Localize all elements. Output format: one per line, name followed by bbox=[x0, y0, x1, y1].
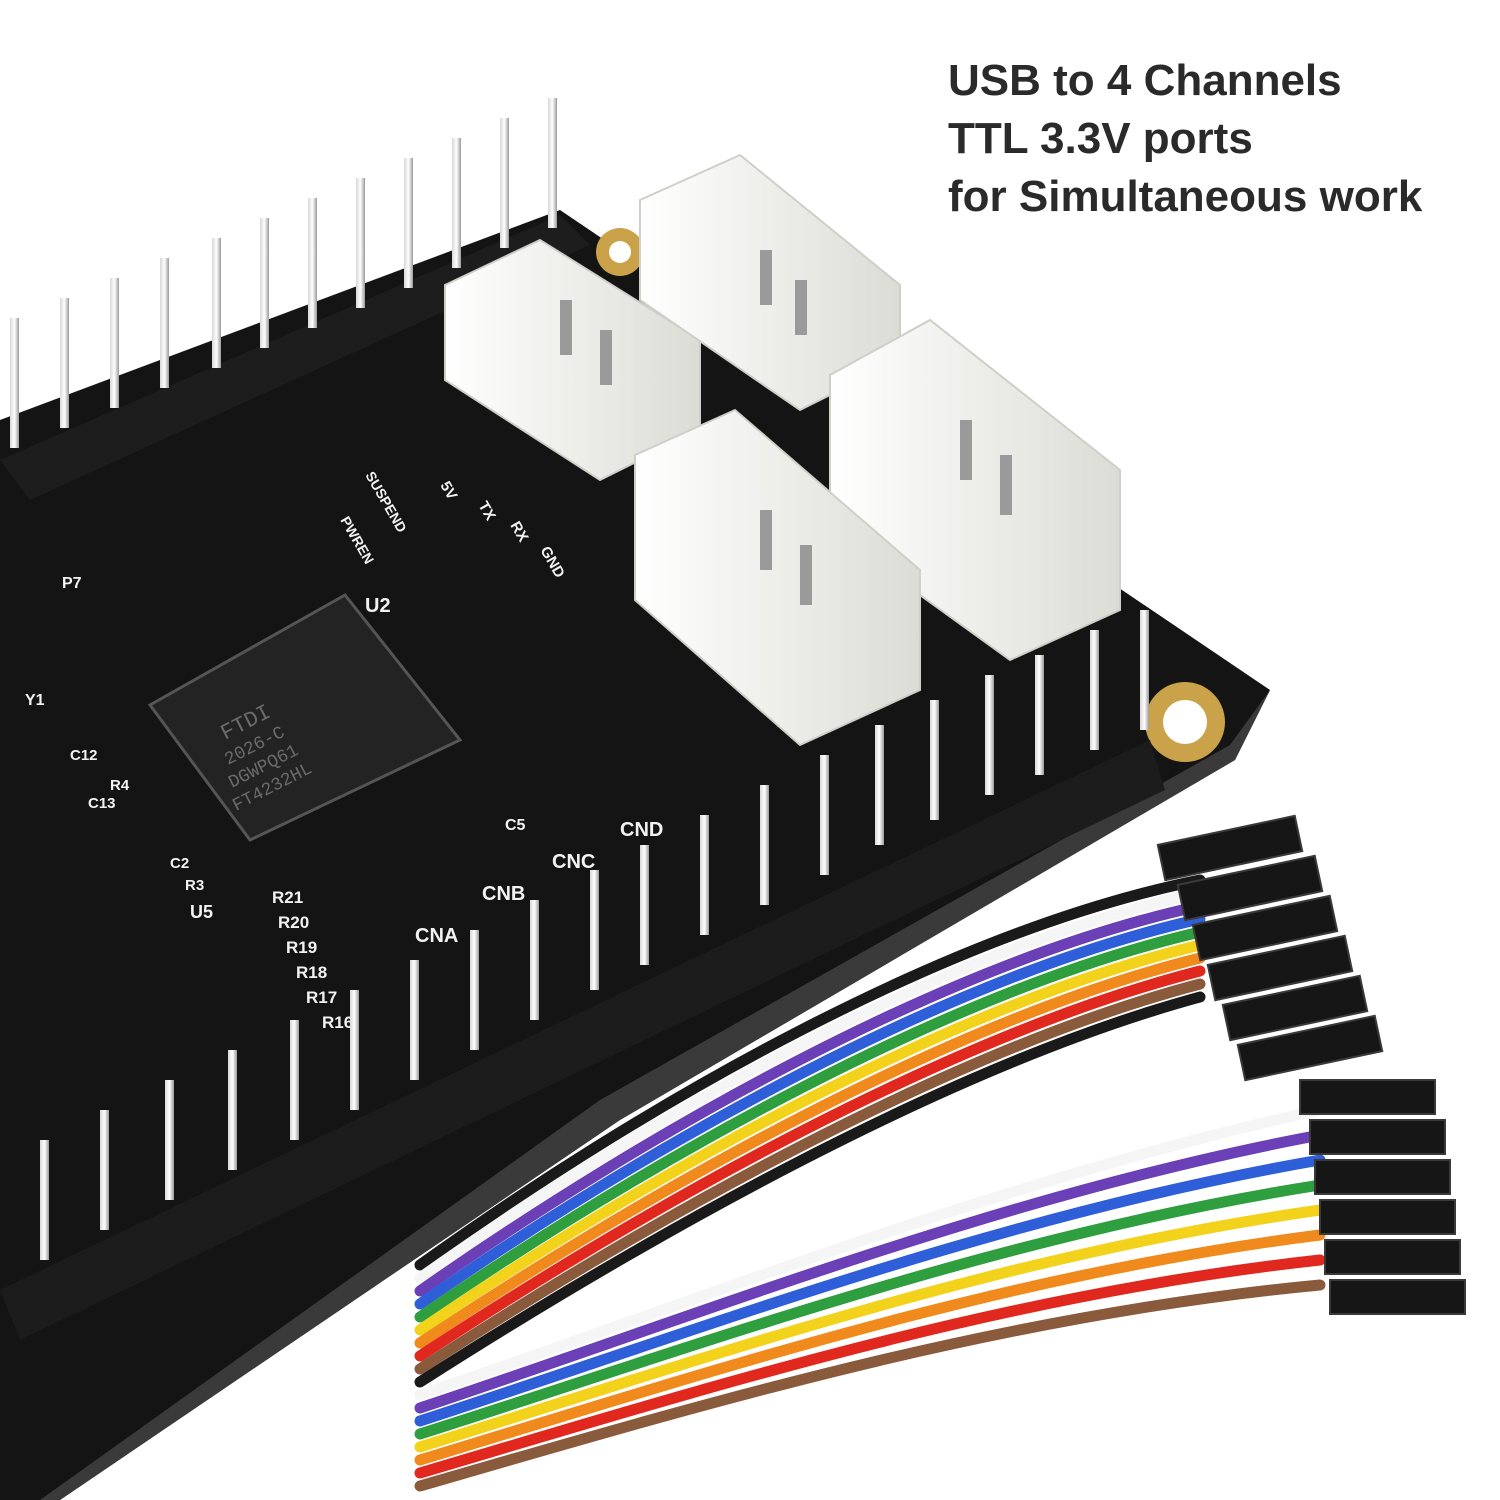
label-p7: P7 bbox=[62, 575, 82, 592]
headline-line-3: for Simultaneous work bbox=[948, 172, 1423, 221]
label-r21: R21 bbox=[272, 888, 303, 907]
label-c2: C2 bbox=[170, 855, 189, 872]
dupont-connectors bbox=[1156, 814, 1466, 1315]
label-r4: R4 bbox=[110, 777, 130, 794]
label-c12: C12 bbox=[70, 747, 98, 764]
ftdi-chip: FTDI 2026-C DGWPQ61 FT4232HL bbox=[147, 593, 463, 842]
label-cnc: CNC bbox=[552, 851, 595, 873]
headline-line-2: TTL 3.3V ports bbox=[948, 114, 1253, 163]
jumper-wire-ribbon bbox=[414, 874, 1326, 1492]
channel-connectors bbox=[444, 153, 1121, 747]
label-c5: C5 bbox=[505, 817, 526, 834]
label-r19: R19 bbox=[286, 938, 317, 957]
label-cnd: CND bbox=[620, 819, 663, 841]
label-r18: R18 bbox=[296, 963, 327, 982]
label-cnb: CNB bbox=[482, 883, 525, 905]
top-pin-header bbox=[0, 98, 590, 500]
label-c13: C13 bbox=[88, 795, 116, 812]
label-5v-a: 5V bbox=[437, 479, 461, 503]
bottom-pin-header bbox=[0, 610, 1165, 1340]
headline-line-1: USB to 4 Channels bbox=[948, 56, 1342, 105]
label-r20: R20 bbox=[278, 913, 309, 932]
label-y1: Y1 bbox=[25, 692, 45, 709]
label-r3: R3 bbox=[185, 877, 204, 894]
label-r17: R17 bbox=[306, 988, 337, 1007]
label-cna: CNA bbox=[415, 925, 458, 947]
connector-ch-d bbox=[634, 408, 921, 747]
label-u5: U5 bbox=[190, 902, 213, 922]
label-u2: U2 bbox=[365, 595, 391, 617]
headline: USB to 4 Channels TTL 3.3V ports for Sim… bbox=[948, 52, 1488, 226]
label-r16: R16 bbox=[322, 1013, 353, 1032]
